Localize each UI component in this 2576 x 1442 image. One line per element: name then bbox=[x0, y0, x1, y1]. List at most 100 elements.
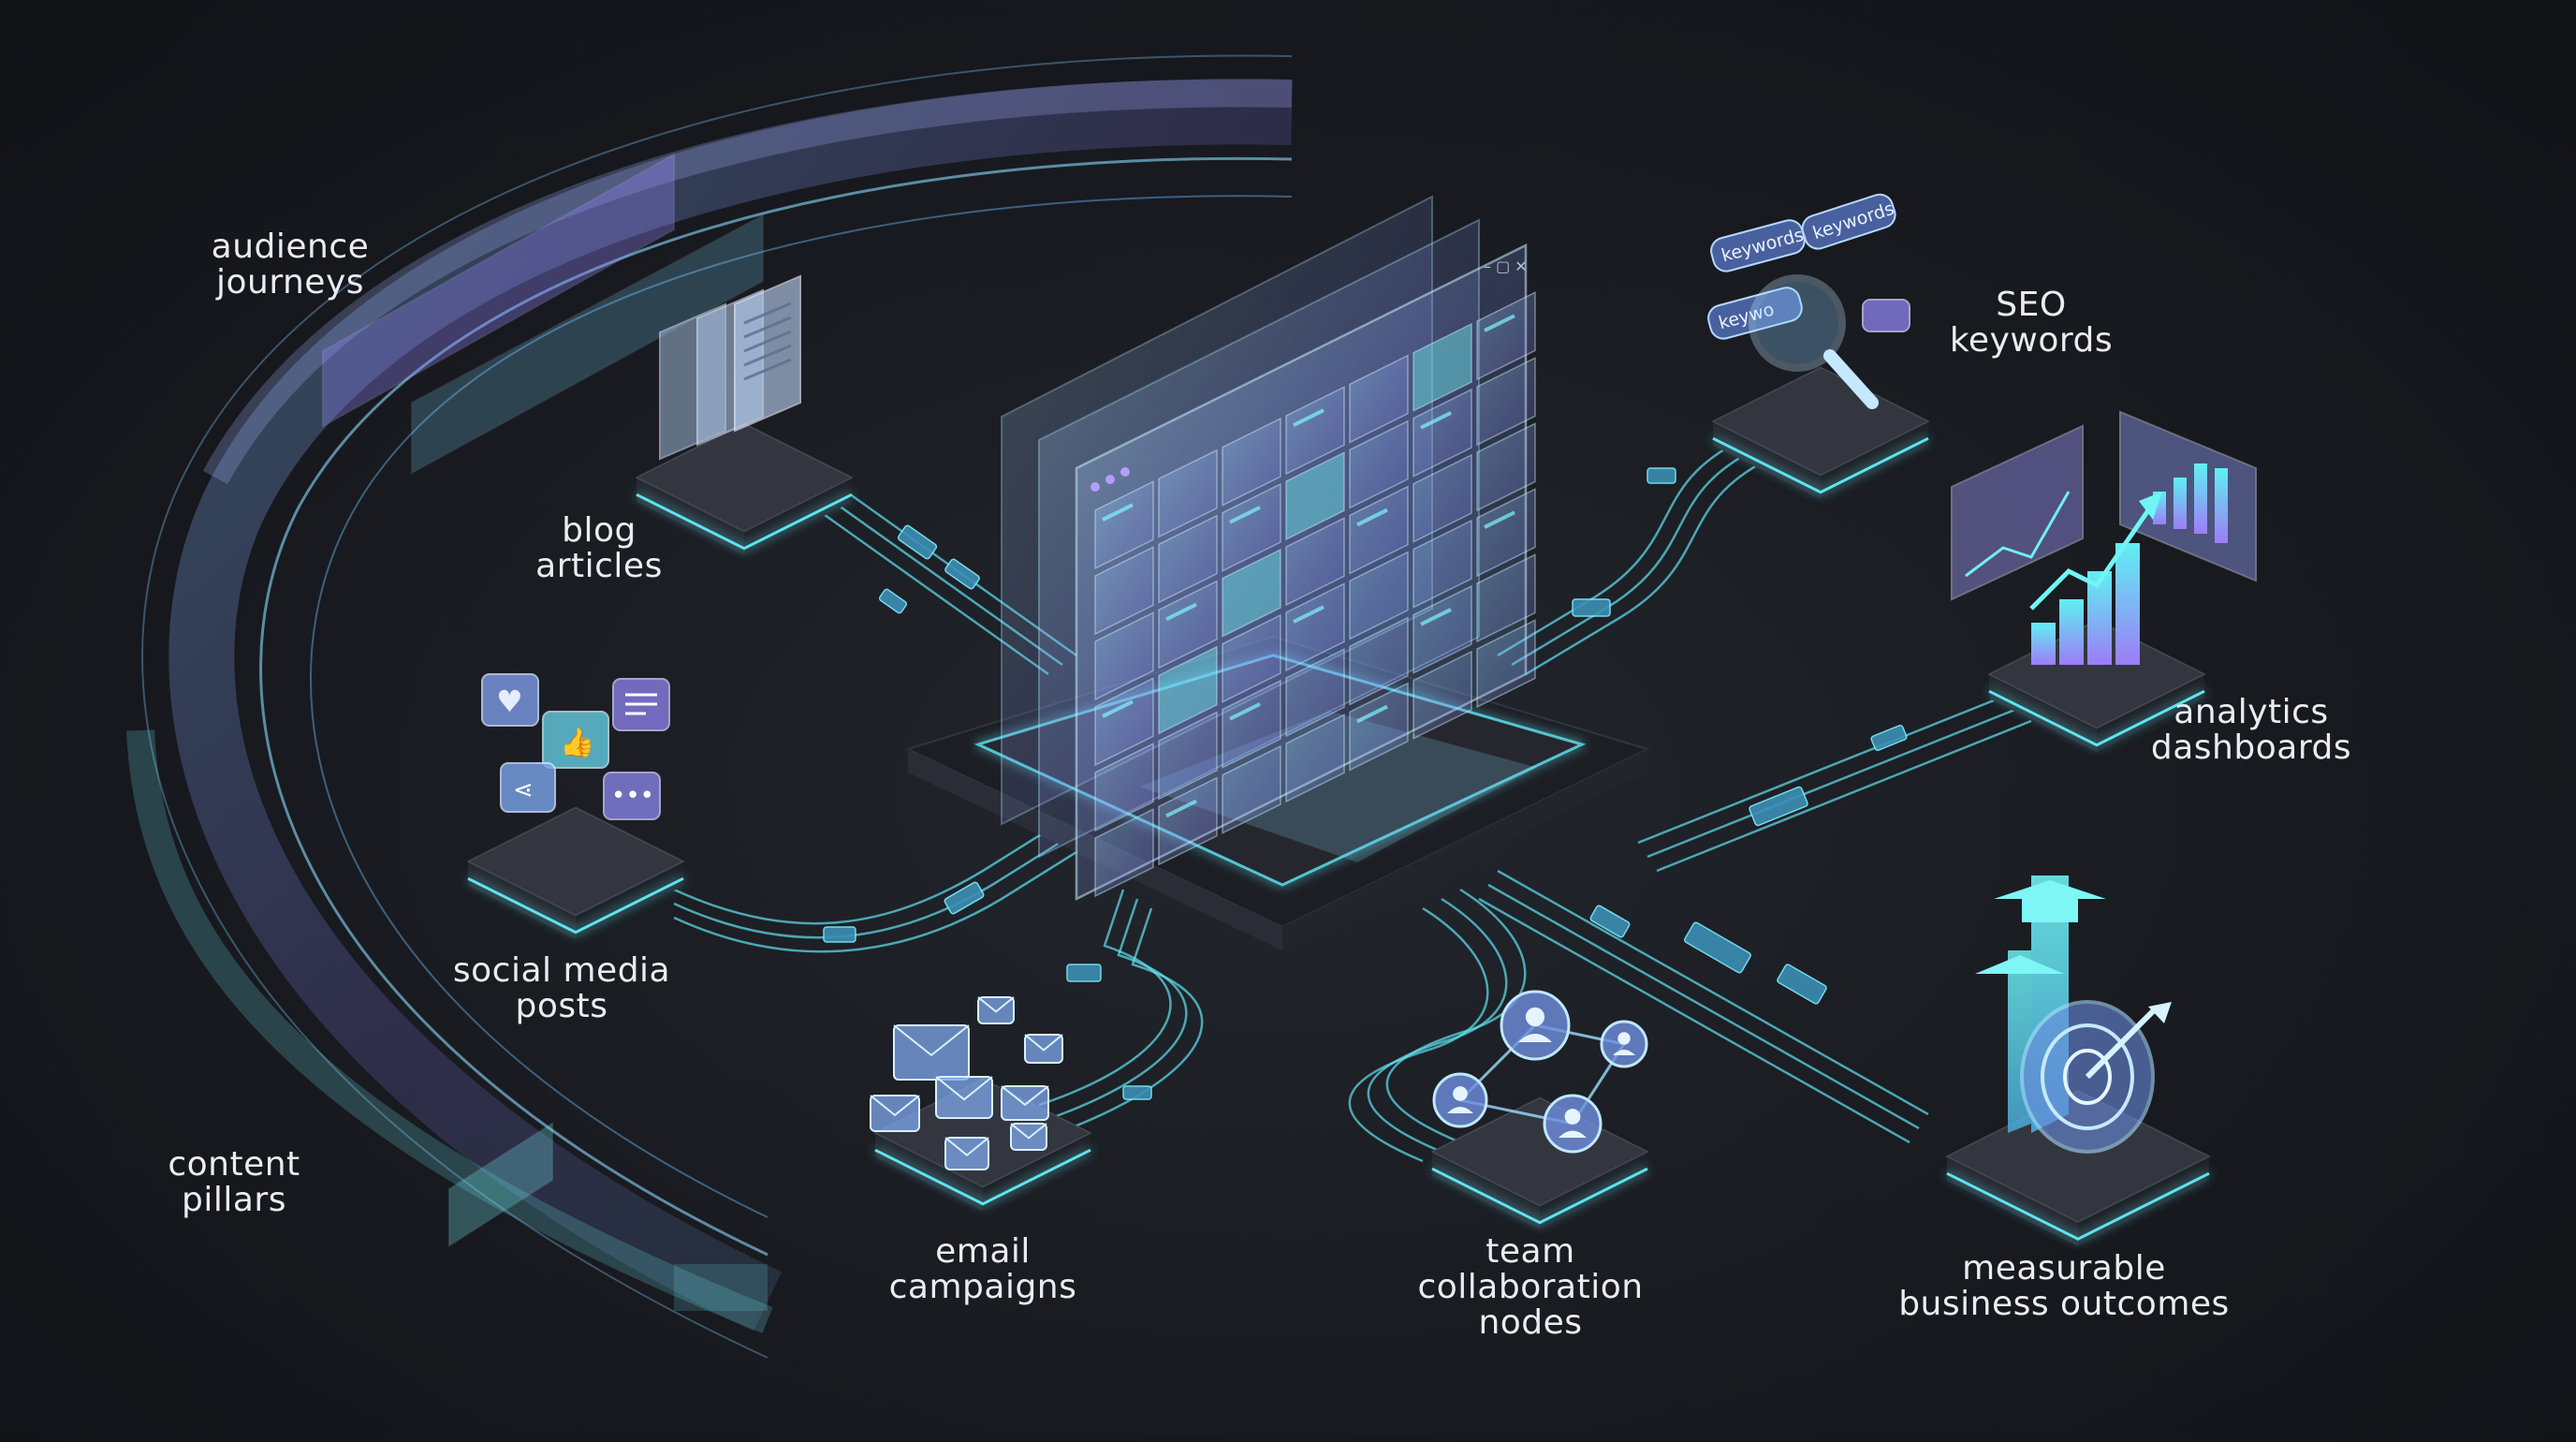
calendar-cell bbox=[1222, 679, 1281, 769]
calendar-cell bbox=[1476, 488, 1536, 578]
seo-keywords-label: SEO keywords bbox=[1949, 286, 2114, 360]
data-packets bbox=[823, 467, 1908, 1100]
calendar-cell bbox=[1285, 714, 1345, 803]
calendar-cell bbox=[1094, 808, 1154, 898]
social-media-icon: ♥ 👍 ⋖ ••• bbox=[481, 673, 670, 820]
svg-text:– ▢ ✕: – ▢ ✕ bbox=[1484, 258, 1528, 275]
envelope-flap bbox=[1024, 1034, 1063, 1052]
calendar-cell bbox=[1412, 453, 1472, 543]
audience-journeys-label: audience journeys bbox=[211, 228, 370, 302]
calendar-cell bbox=[1158, 580, 1218, 670]
calendar-cell bbox=[1349, 354, 1409, 444]
svg-text:👍: 👍 bbox=[560, 726, 594, 759]
calendar-event bbox=[1293, 605, 1325, 624]
calendar-cell bbox=[1094, 546, 1154, 636]
node-platform-part bbox=[467, 876, 684, 934]
blog-articles-icon bbox=[659, 274, 801, 461]
svg-text:♥: ♥ bbox=[496, 684, 523, 719]
calendar-cell bbox=[1412, 584, 1472, 674]
calendar-cell bbox=[1349, 682, 1409, 772]
calendar-grid bbox=[1094, 291, 1536, 898]
calendar-cell bbox=[1285, 386, 1345, 476]
node-platform-part bbox=[1711, 366, 1930, 477]
calendar-cell bbox=[1476, 357, 1536, 447]
node-platform-part bbox=[1431, 1167, 1648, 1225]
node-platform-part bbox=[1988, 689, 2205, 747]
email-campaigns-label: email campaigns bbox=[888, 1232, 1077, 1306]
calendar-event bbox=[1484, 314, 1515, 332]
calendar-cell bbox=[1158, 776, 1218, 866]
analytics-dashboards-label: analytics dashboards bbox=[2150, 693, 2352, 767]
calendar-cell bbox=[1412, 519, 1472, 609]
calendar-cell bbox=[1285, 451, 1345, 541]
outcomes-icon bbox=[1975, 876, 2172, 1154]
seo-keyword-tag: keywords bbox=[1801, 193, 1896, 250]
calendar-event bbox=[1165, 799, 1197, 818]
content-pillars-label: content pillars bbox=[168, 1145, 300, 1219]
node-platform-part bbox=[874, 1148, 1091, 1206]
calendar-event bbox=[1102, 699, 1134, 718]
calendar-cell bbox=[1285, 648, 1345, 738]
analytics-dashboards-icon bbox=[1951, 410, 2257, 665]
calendar-cell bbox=[1222, 417, 1281, 507]
node-platform-part bbox=[466, 806, 685, 917]
calendar-event bbox=[1420, 411, 1452, 430]
svg-text:⋖: ⋖ bbox=[513, 776, 534, 804]
team-collaboration-label: team collaboration nodes bbox=[1417, 1232, 1644, 1342]
content-calendar: – ▢ ✕ bbox=[1001, 195, 1536, 902]
envelope-flap bbox=[977, 996, 1015, 1013]
calendar-event bbox=[1484, 510, 1515, 529]
calendar-event bbox=[1229, 702, 1261, 721]
calendar-cell bbox=[1349, 551, 1409, 640]
measurable-outcomes-label: measurable business outcomes bbox=[1898, 1249, 2230, 1323]
avatar bbox=[1525, 1007, 1545, 1027]
calendar-cell bbox=[1094, 743, 1154, 832]
calendar-cell bbox=[1476, 422, 1536, 512]
avatar bbox=[1559, 1130, 1587, 1138]
calendar-cell bbox=[1412, 388, 1472, 478]
calendar-cell bbox=[1158, 645, 1218, 735]
calendar-cell bbox=[1349, 419, 1409, 509]
envelope-flap bbox=[1010, 1123, 1047, 1140]
calendar-cell bbox=[1094, 480, 1154, 570]
email-campaigns-icon bbox=[870, 996, 1063, 1170]
calendar-cell bbox=[1412, 322, 1472, 412]
blog-articles-label: blog articles bbox=[535, 511, 663, 585]
calendar-cell bbox=[1222, 482, 1281, 572]
calendar-cell bbox=[1158, 514, 1218, 604]
calendar-cell bbox=[1158, 449, 1218, 538]
calendar-cell bbox=[1476, 553, 1536, 643]
avatar bbox=[1518, 1034, 1552, 1042]
calendar-cell bbox=[1349, 485, 1409, 575]
calendar-cell bbox=[1285, 517, 1345, 607]
envelope-flap bbox=[893, 1024, 970, 1057]
social-media-posts-label: social media posts bbox=[452, 951, 671, 1025]
seo-keyword-tag: keywo bbox=[1707, 287, 1803, 340]
avatar bbox=[1453, 1086, 1468, 1101]
calendar-cell bbox=[1094, 677, 1154, 767]
svg-text:•••: ••• bbox=[611, 782, 654, 810]
node-platform-part bbox=[635, 422, 854, 533]
envelope-shape bbox=[893, 1024, 970, 1081]
calendar-event bbox=[1356, 508, 1388, 527]
calendar-event bbox=[1229, 506, 1261, 524]
calendar-cell bbox=[1476, 291, 1536, 381]
node-platform-part bbox=[1946, 1171, 2210, 1241]
calendar-cell bbox=[1222, 744, 1281, 834]
calendar-cell bbox=[1158, 711, 1218, 801]
avatar bbox=[1613, 1050, 1635, 1055]
avatar bbox=[1564, 1109, 1581, 1125]
calendar-event bbox=[1420, 608, 1452, 626]
pillar-arc bbox=[126, 54, 1293, 1359]
calendar-cell bbox=[1412, 650, 1472, 740]
envelope-flap bbox=[870, 1095, 920, 1117]
envelope-flap bbox=[935, 1076, 993, 1101]
node-platform-part bbox=[1712, 436, 1929, 494]
avatar bbox=[1617, 1032, 1631, 1045]
calendar-cell bbox=[1094, 611, 1154, 701]
calendar-event bbox=[1356, 704, 1388, 724]
seo-keyword-tag: keywords bbox=[1710, 219, 1806, 272]
avatar bbox=[1447, 1107, 1473, 1113]
team-collaboration-icon bbox=[1432, 990, 1648, 1154]
